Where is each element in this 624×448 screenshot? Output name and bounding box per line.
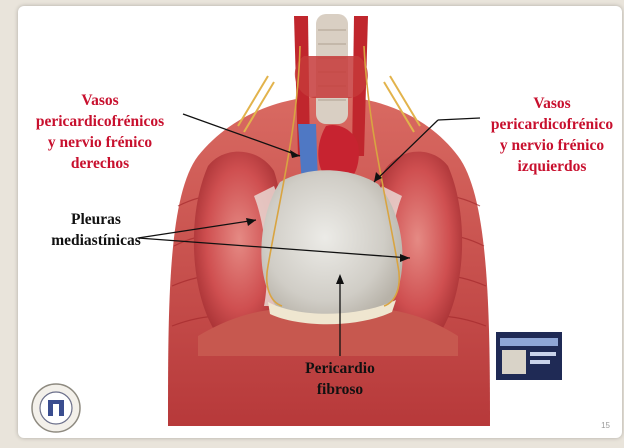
label-line: y nervio frénico [482,135,622,156]
label-fibrous-pericardium: Pericardio fibroso [290,358,390,400]
slide: Vasos pericardicofrénicos y nervio fréni… [18,6,622,438]
university-seal-icon [26,376,90,436]
label-right-pericardiacophrenic-vessels: Vasos pericardicofrénicos y nervio fréni… [30,90,170,174]
label-line: y nervio frénico [30,132,170,153]
label-line: pericardicofrénico [482,114,622,135]
label-line: Vasos [30,90,170,111]
page-number: 15 [601,421,610,430]
label-mediastinal-pleura: Pleuras mediastínicas [36,209,156,251]
label-line: izquierdos [482,156,622,177]
fibrous-pericardium [261,170,402,320]
label-line: fibroso [290,379,390,400]
label-line: derechos [30,153,170,174]
label-line: Pleuras [36,209,156,230]
label-line: Pericardio [290,358,390,379]
label-left-pericardiacophrenic-vessels: Vasos pericardicofrénico y nervio frénic… [482,93,622,177]
label-line: Vasos [482,93,622,114]
thyroid [295,56,368,98]
label-line: mediastínicas [36,230,156,251]
label-line: pericardicofrénicos [30,111,170,132]
book-cover-thumbnail [496,332,562,380]
